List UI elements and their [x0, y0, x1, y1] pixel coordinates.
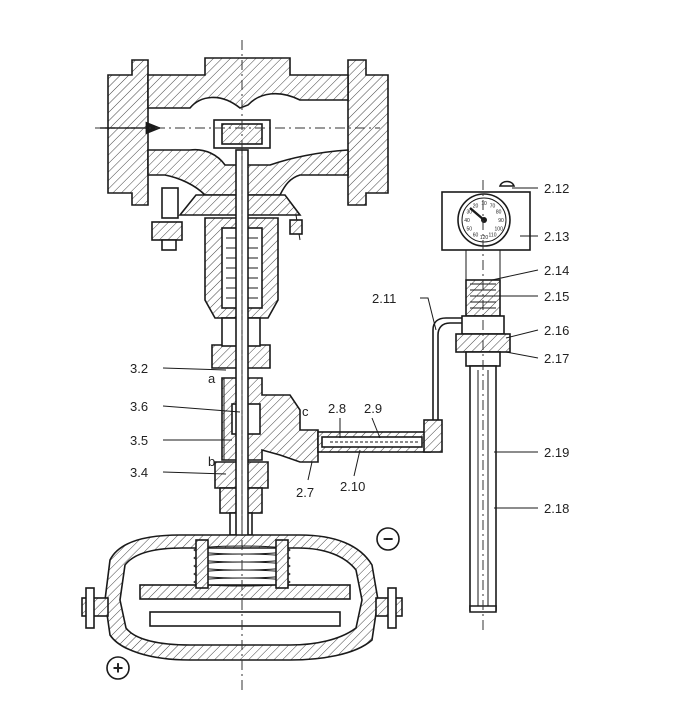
- callout-3-4: 3.4: [130, 465, 148, 480]
- gauge-scale-label: 110: [489, 233, 497, 239]
- callouts: 2.12 2.13 2.14 2.15 2.11 2.16 2.17 2.19 …: [130, 181, 569, 516]
- callout-2-10: 2.10: [340, 479, 365, 494]
- gauge-scale-label: 60: [473, 233, 479, 239]
- center-axes: [95, 40, 484, 690]
- gauge-scale-label: 120: [480, 235, 489, 241]
- pressure-symbols: − +: [106, 527, 400, 680]
- gauge-scale-label: 70: [490, 203, 496, 209]
- minus-circle-icon: [376, 527, 400, 551]
- plus-circle-icon: [106, 656, 130, 680]
- minus-symbol: −: [383, 529, 394, 549]
- reference-points: a b c: [208, 371, 309, 469]
- callout-2-7: 2.7: [296, 485, 314, 500]
- plus-symbol: +: [113, 658, 124, 678]
- callout-2-12: 2.12: [544, 181, 569, 196]
- gauge-scale-label: 90: [498, 218, 504, 224]
- callout-2-18: 2.18: [544, 501, 569, 516]
- callout-2-14: 2.14: [544, 263, 569, 278]
- callout-2-9: 2.9: [364, 401, 382, 416]
- gauge-scale-label: 30: [467, 210, 473, 216]
- gauge-scale-label: 20: [473, 203, 479, 209]
- gauge-scale-label: 50: [467, 227, 473, 233]
- point-c: c: [302, 404, 309, 419]
- point-a: a: [208, 371, 216, 386]
- callout-3-2: 3.2: [130, 361, 148, 376]
- callout-2-13: 2.13: [544, 229, 569, 244]
- gauge-scale-label: 100: [495, 227, 504, 233]
- callout-3-6: 3.6: [130, 399, 148, 414]
- diaphragm-actuator: [81, 534, 403, 661]
- callout-2-15: 2.15: [544, 289, 569, 304]
- callout-2-19: 2.19: [544, 445, 569, 460]
- callout-2-16: 2.16: [544, 323, 569, 338]
- gauge-scale-label: 10: [481, 201, 487, 207]
- gauge-scale-label: 80: [496, 210, 502, 216]
- callout-2-17: 2.17: [544, 351, 569, 366]
- callout-2-8: 2.8: [328, 401, 346, 416]
- callout-3-5: 3.5: [130, 433, 148, 448]
- callout-2-11: 2.11: [372, 291, 396, 306]
- capillary-tube: [317, 317, 462, 453]
- leader-lines: [162, 187, 539, 509]
- gauge-scale-label: 40: [464, 218, 470, 224]
- point-b: b: [208, 454, 215, 469]
